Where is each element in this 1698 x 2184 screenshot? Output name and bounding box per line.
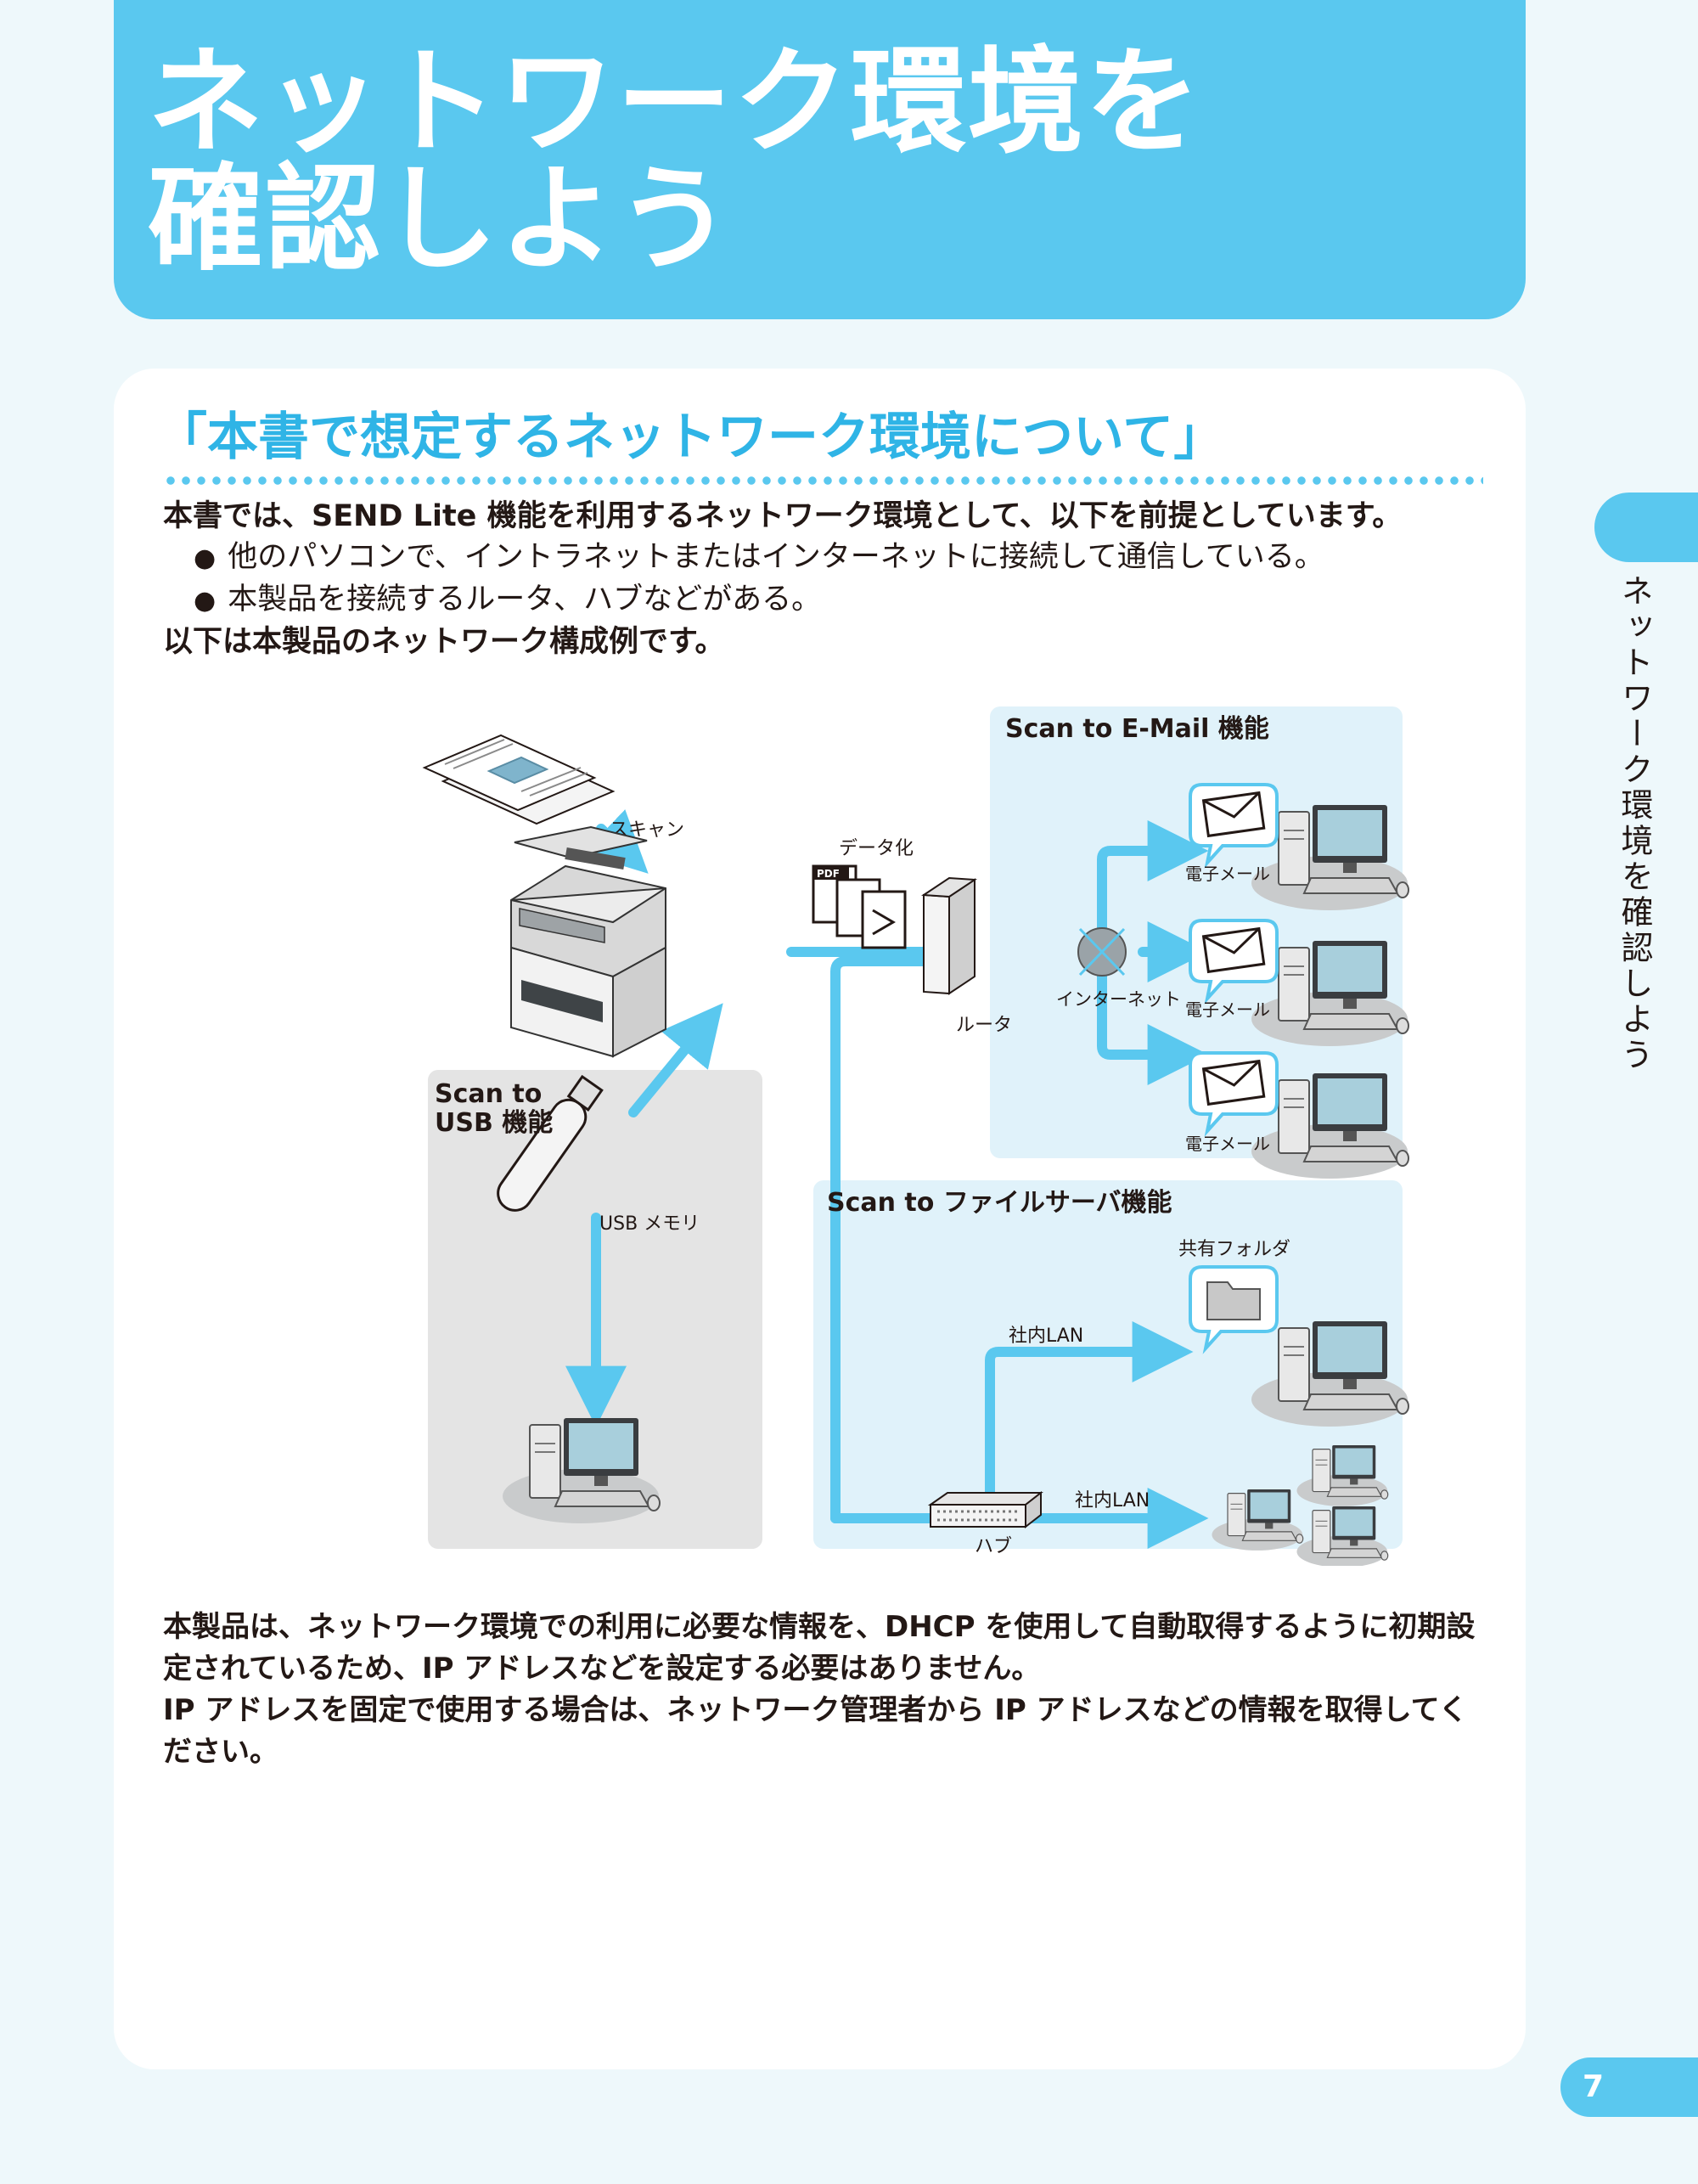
bullet-item: ● 他のパソコンで、イントラネットまたはインターネットに接続して通信している。 <box>163 537 1504 579</box>
bullet-text: 他のパソコンで、イントラネットまたはインターネットに接続して通信している。 <box>228 540 1324 574</box>
bullet-item: ● 本製品を接続するルータ、ハブなどがある。 <box>163 579 1504 622</box>
label-shared-folder: 共有フォルダ <box>1178 1239 1290 1260</box>
bullet-icon: ● <box>194 586 216 616</box>
section-title: 「本書で想定するネットワーク環境について」 <box>156 408 1225 467</box>
closing-text: 本製品は、ネットワーク環境での利用に必要な情報を、DHCP を使用して自動取得す… <box>163 1607 1496 1773</box>
page-number: 7 <box>1560 2057 1698 2117</box>
intro-text: 本書では、SEND Lite 機能を利用するネットワーク環境として、以下を前提と… <box>163 499 1403 533</box>
pdf-label: PDF <box>817 868 840 880</box>
data-file-icons: PDF <box>812 864 907 949</box>
connection-lines <box>565 809 1209 1549</box>
label-internet: インターネット <box>1056 989 1181 1010</box>
email-title: Scan to E-Mail 機能 <box>1005 714 1269 744</box>
bullet-text: 本製品を接続するルータ、ハブなどがある。 <box>228 583 822 616</box>
side-tab-text: ネットワーク環境を確認しよう <box>1616 574 1653 1073</box>
paper-documents-icon <box>422 734 616 825</box>
chapter-title: ネットワーク環境を 確認しよう <box>148 44 1202 279</box>
label-lan-1: 社内LAN <box>1009 1326 1083 1347</box>
label-router: ルータ <box>956 1015 1012 1036</box>
closing-paragraph-1: 本製品は、ネットワーク環境での利用に必要な情報を、DHCP を使用して自動取得す… <box>163 1610 1476 1686</box>
chapter-title-line2: 確認しよう <box>148 153 734 287</box>
email-label: 電子メール <box>1185 1134 1270 1154</box>
label-data: データ化 <box>839 838 914 859</box>
printer-icon <box>510 825 666 1058</box>
content-card: 「本書で想定するネットワーク環境について」 本書では、SEND Lite 機能を… <box>114 369 1526 2069</box>
dotted-divider <box>163 476 1483 486</box>
hub-icon <box>927 1490 1043 1529</box>
chapter-title-line1: ネットワーク環境を <box>148 36 1202 170</box>
router-icon <box>920 876 978 995</box>
bullet-icon: ● <box>194 543 216 573</box>
label-lan-2: 社内LAN <box>1075 1490 1150 1511</box>
email-label: 電子メール <box>1185 999 1270 1020</box>
internet-globe-icon <box>1077 927 1127 977</box>
closing-paragraph-2: IP アドレスを固定で使用する場合は、ネットワーク管理者から IP アドレスなど… <box>163 1693 1468 1769</box>
label-hub: ハブ <box>975 1536 1012 1557</box>
usb-title-line1: Scan to <box>435 1079 542 1109</box>
shared-folder-icon <box>1189 1265 1279 1354</box>
lead-text: 以下は本製品のネットワーク構成例です。 <box>163 625 725 659</box>
label-usb-memory: USB メモリ <box>599 1213 700 1235</box>
side-tab-marker <box>1594 493 1698 562</box>
usb-memory-icon <box>497 1074 604 1212</box>
intro-block: 本書では、SEND Lite 機能を利用するネットワーク環境として、以下を前提と… <box>163 496 1504 662</box>
file-server-title: Scan to ファイルサーバ機能 <box>827 1188 1172 1218</box>
network-diagram: スキャン Scan to USB 機能 USB メモリ データ化 PDF <box>422 700 1409 1566</box>
usb-title-line2: USB 機能 <box>435 1108 553 1138</box>
chapter-header: ネットワーク環境を 確認しよう <box>114 0 1526 319</box>
email-label: 電子メール <box>1185 864 1270 884</box>
